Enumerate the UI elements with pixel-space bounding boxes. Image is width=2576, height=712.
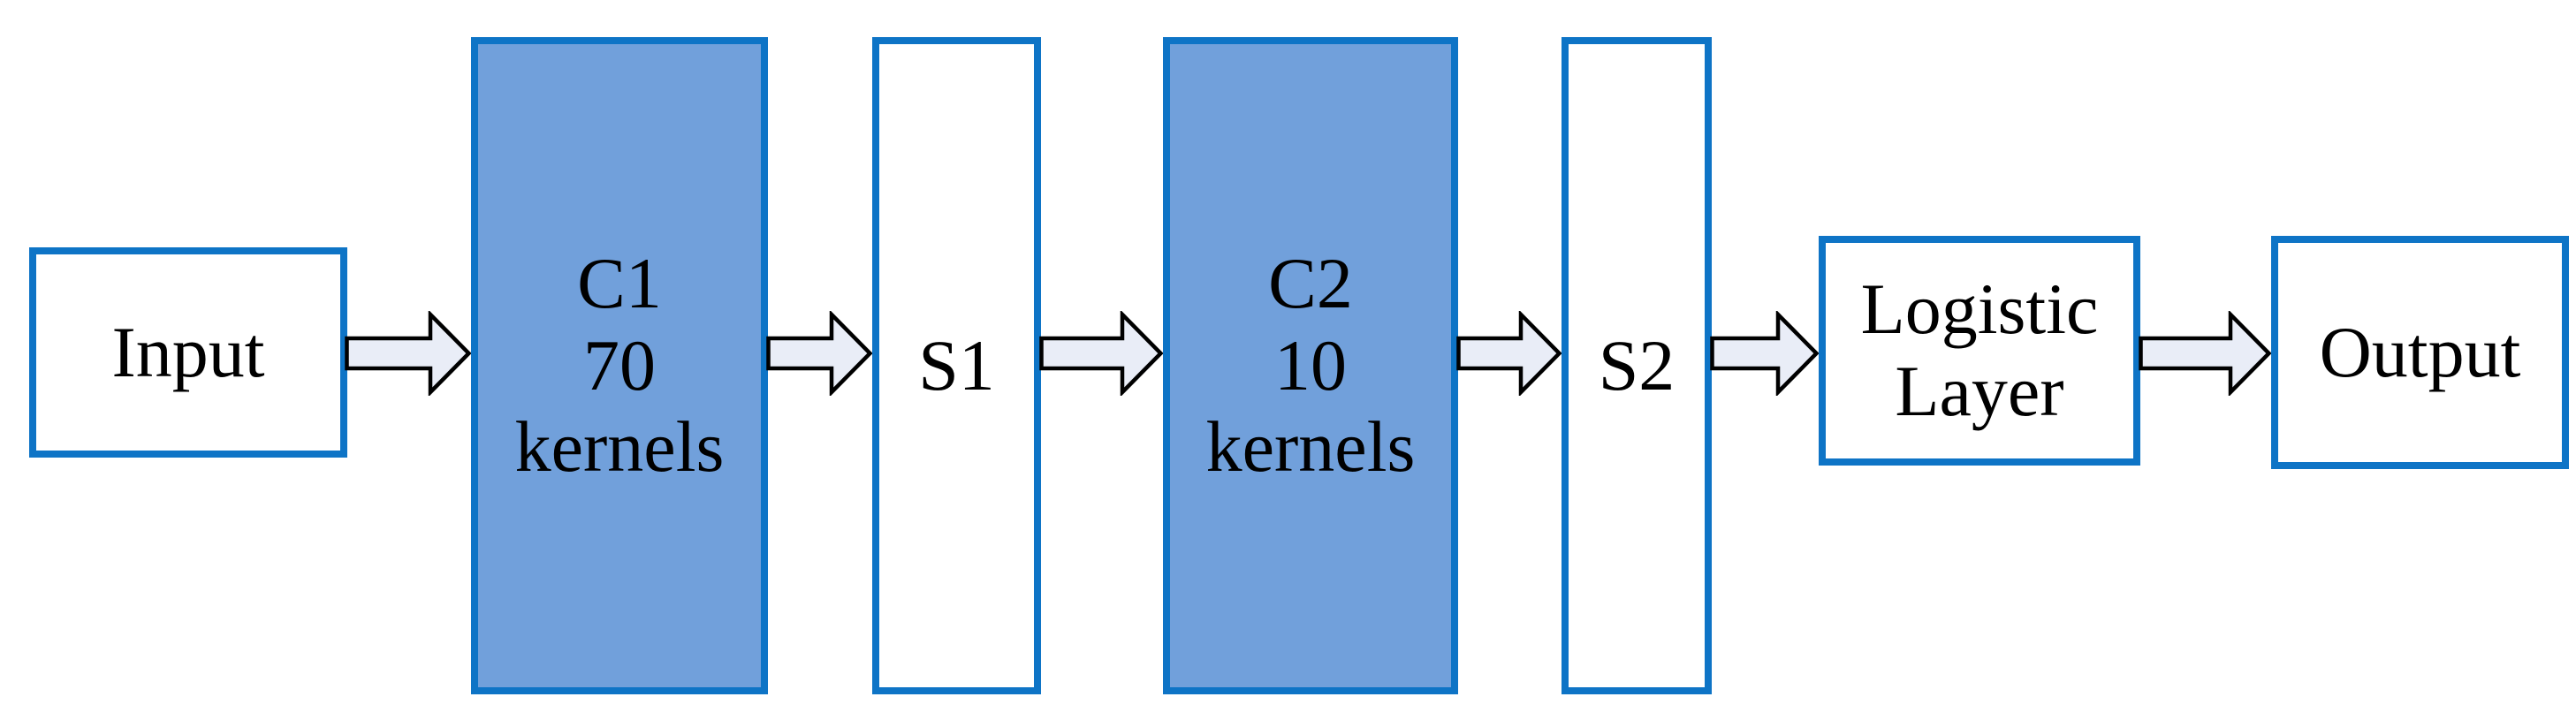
s2-subsampling-box: S2: [1562, 37, 1712, 694]
c2-label-line2: 10: [1274, 324, 1347, 405]
logistic-label-line1: Logistic: [1860, 269, 2099, 350]
c1-label-line2: 70: [583, 324, 656, 405]
arrow-s2-to-logistic: [1710, 311, 1819, 396]
logistic-label-line2: Layer: [1895, 351, 2064, 431]
c2-conv-layer-box: C2 10 kernels: [1163, 37, 1458, 694]
arrow-c2-to-s2: [1456, 311, 1562, 396]
c1-conv-layer-box: C1 70 kernels: [471, 37, 768, 694]
s1-label: S1: [918, 324, 995, 405]
output-label: Output: [2319, 311, 2521, 392]
c1-label-line3: kernels: [514, 406, 725, 488]
arrow-c1-to-s1: [766, 311, 872, 396]
logistic-layer-box: Logistic Layer: [1819, 236, 2140, 466]
c1-label-line1: C1: [577, 243, 662, 324]
arrow-input-to-c1: [345, 311, 471, 396]
c2-label-line1: C2: [1268, 243, 1353, 324]
arrow-logistic-to-output: [2139, 311, 2271, 396]
output-box: Output: [2271, 236, 2569, 469]
s1-subsampling-box: S1: [872, 37, 1041, 694]
input-label: Input: [111, 311, 265, 392]
arrow-s1-to-c2: [1039, 311, 1163, 396]
c2-label-line3: kernels: [1205, 406, 1416, 488]
s2-label: S2: [1598, 324, 1676, 405]
input-box: Input: [29, 247, 347, 458]
